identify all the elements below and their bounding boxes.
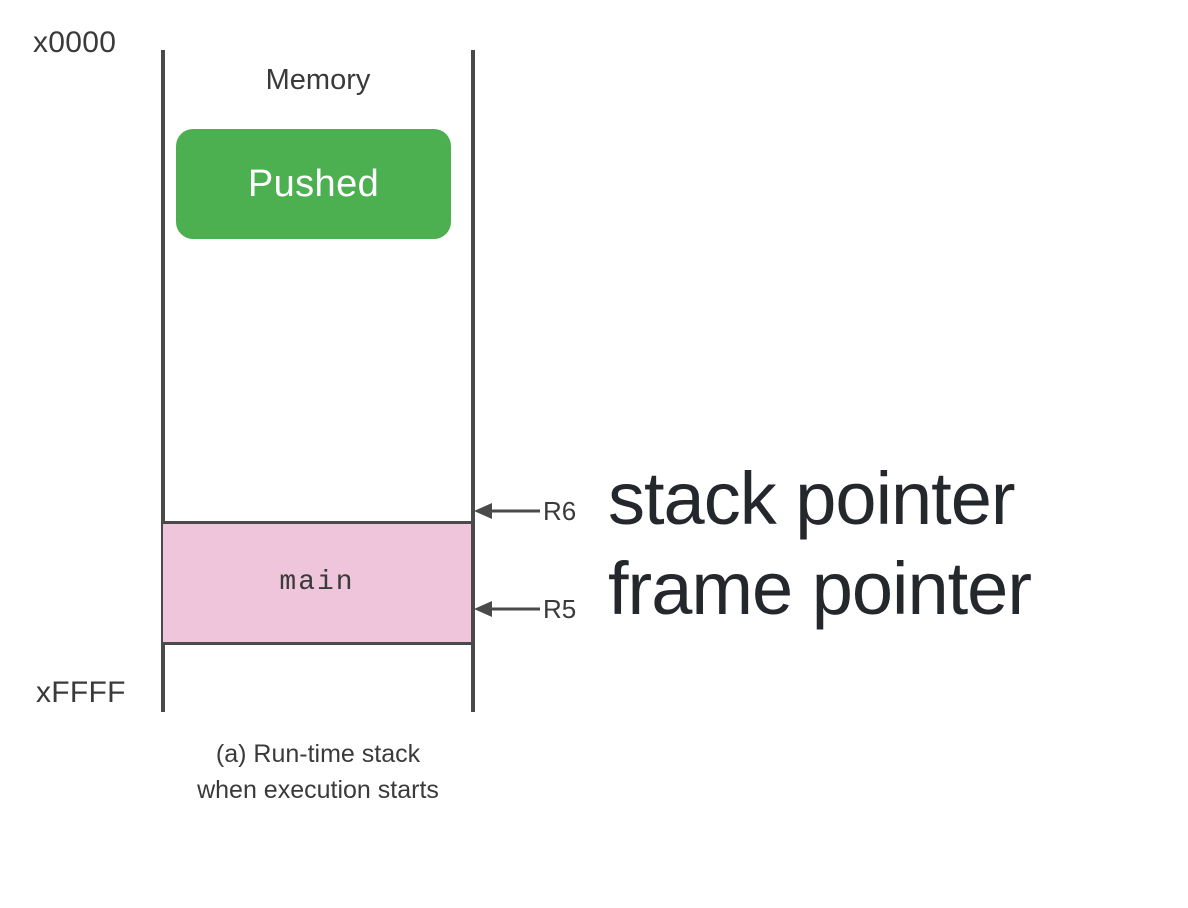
memory-heading: Memory bbox=[265, 64, 371, 96]
main-stack-frame-label: main bbox=[279, 567, 355, 598]
address-label-bottom: xFFFF bbox=[36, 676, 126, 709]
register-label-r6: R6 bbox=[543, 496, 577, 526]
main-stack-frame: main bbox=[163, 521, 471, 645]
address-label-top: x0000 bbox=[33, 26, 117, 59]
register-label-r5: R5 bbox=[543, 594, 577, 624]
memory-rail-left bbox=[161, 50, 165, 712]
annotation-stack-pointer: stack pointer bbox=[608, 457, 1016, 540]
figure-caption-line-2: when execution starts bbox=[197, 776, 439, 805]
pushed-block: Pushed bbox=[176, 129, 451, 239]
memory-rail-right bbox=[471, 50, 475, 712]
arrow-left-icon bbox=[474, 503, 540, 519]
figure-caption-line-1: (a) Run-time stack bbox=[215, 740, 421, 768]
pointer-r5: R5 bbox=[470, 592, 576, 626]
figure-caption: (a) Run-time stack when execution starts bbox=[100, 736, 536, 809]
pointer-r6: R6 bbox=[470, 494, 576, 528]
pushed-block-label: Pushed bbox=[247, 163, 380, 205]
arrow-left-icon bbox=[474, 601, 540, 617]
annotation-frame-pointer: frame pointer bbox=[608, 547, 1032, 630]
